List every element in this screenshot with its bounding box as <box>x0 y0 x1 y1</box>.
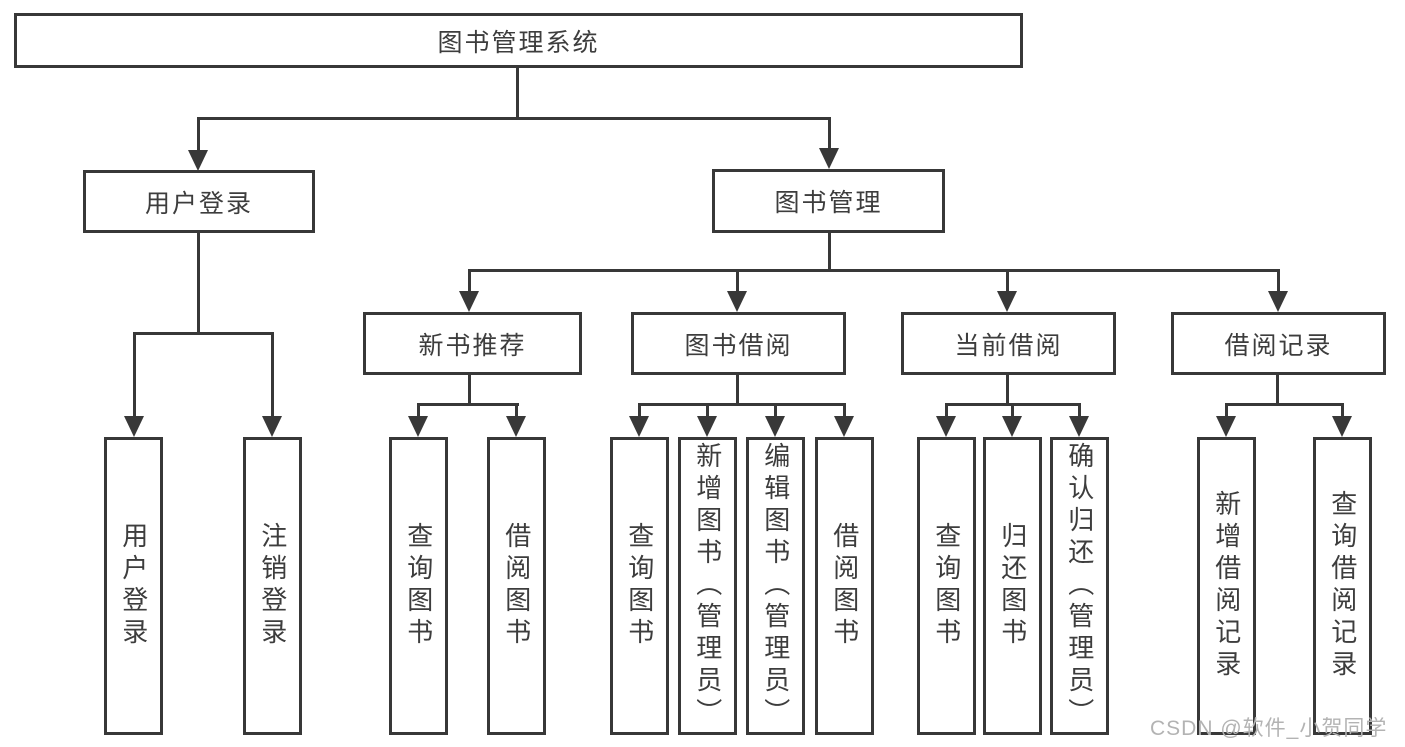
leaf-label: 新增图书（管理员） <box>692 442 723 730</box>
node-book-management: 图书管理 <box>712 169 945 233</box>
arrow-down-icon <box>1069 416 1089 437</box>
leaf-label: 借阅图书 <box>829 522 860 650</box>
leaf-label: 确认归还（管理员） <box>1064 442 1095 730</box>
node-leaf-confirm-return-admin: 确认归还（管理员） <box>1050 437 1109 735</box>
node-leaf-logout: 注销登录 <box>243 437 302 735</box>
node-leaf-add-borrow-record: 新增借阅记录 <box>1197 437 1256 735</box>
node-leaf-user-login: 用户登录 <box>104 437 163 735</box>
connector-line <box>197 117 200 153</box>
connector-line <box>133 332 136 419</box>
node-leaf-borrow-book: 借阅图书 <box>487 437 546 735</box>
node-leaf-return-book: 归还图书 <box>983 437 1042 735</box>
connector-line <box>197 117 831 120</box>
connector-line <box>1078 403 1081 420</box>
connector-line <box>515 403 518 420</box>
connector-line <box>736 269 739 294</box>
arrow-down-icon <box>819 148 839 169</box>
arrow-down-icon <box>262 416 282 437</box>
connector-line <box>1011 403 1014 420</box>
connector-line <box>1276 375 1279 406</box>
arrow-down-icon <box>1216 416 1236 437</box>
node-leaf-borrow-book: 借阅图书 <box>815 437 874 735</box>
connector-line <box>1225 403 1344 406</box>
connector-line <box>468 375 471 406</box>
connector-line <box>417 403 519 406</box>
leaf-label: 归还图书 <box>997 522 1028 650</box>
node-leaf-query-book: 查询图书 <box>389 437 448 735</box>
connector-line <box>1277 269 1280 294</box>
node-current-borrow: 当前借阅 <box>901 312 1116 375</box>
leaf-label: 查询图书 <box>931 522 962 650</box>
arrow-down-icon <box>936 416 956 437</box>
arrow-down-icon <box>1268 291 1288 312</box>
node-user-login: 用户登录 <box>83 170 315 233</box>
connector-line <box>133 332 274 335</box>
connector-line <box>945 403 948 420</box>
arrow-down-icon <box>997 291 1017 312</box>
csdn-watermark: CSDN @软件_小贺同学 <box>1150 717 1388 740</box>
leaf-label: 用户登录 <box>118 522 149 650</box>
connector-line <box>1341 403 1344 420</box>
connector-line <box>1006 375 1009 406</box>
arrow-down-icon <box>506 416 526 437</box>
leaf-label: 编辑图书（管理员） <box>760 442 791 730</box>
arrow-down-icon <box>629 416 649 437</box>
arrow-down-icon <box>459 291 479 312</box>
arrow-down-icon <box>1002 416 1022 437</box>
leaf-label: 新增借阅记录 <box>1211 490 1242 682</box>
node-leaf-query-borrow-record: 查询借阅记录 <box>1313 437 1372 735</box>
connector-line <box>271 332 274 419</box>
node-new-book-recommend: 新书推荐 <box>363 312 582 375</box>
connector-line <box>468 269 471 294</box>
arrow-down-icon <box>188 150 208 171</box>
arrow-down-icon <box>834 416 854 437</box>
leaf-label: 查询图书 <box>624 522 655 650</box>
leaf-label: 借阅图书 <box>501 522 532 650</box>
connector-line <box>516 68 519 119</box>
node-leaf-query-book: 查询图书 <box>917 437 976 735</box>
arrow-down-icon <box>124 416 144 437</box>
connector-line <box>736 375 739 406</box>
connector-line <box>1006 269 1009 294</box>
leaf-label: 注销登录 <box>257 522 288 650</box>
connector-line <box>706 403 709 420</box>
connector-line <box>468 269 1280 272</box>
connector-line <box>843 403 846 420</box>
connector-line <box>638 403 641 420</box>
connector-line <box>828 233 831 272</box>
leaf-label: 查询图书 <box>403 522 434 650</box>
connector-line <box>417 403 420 420</box>
node-library-system: 图书管理系统 <box>14 13 1023 68</box>
arrow-down-icon <box>697 416 717 437</box>
arrow-down-icon <box>1332 416 1352 437</box>
arrow-down-icon <box>727 291 747 312</box>
node-leaf-query-book: 查询图书 <box>610 437 669 735</box>
connector-line <box>1225 403 1228 420</box>
arrow-down-icon <box>765 416 785 437</box>
arrow-down-icon <box>408 416 428 437</box>
connector-line <box>197 233 200 335</box>
connector-line <box>638 403 846 406</box>
node-borrow-record: 借阅记录 <box>1171 312 1386 375</box>
node-book-borrow: 图书借阅 <box>631 312 846 375</box>
connector-line <box>828 117 831 151</box>
node-leaf-edit-book-admin: 编辑图书（管理员） <box>746 437 805 735</box>
node-leaf-add-book-admin: 新增图书（管理员） <box>678 437 737 735</box>
leaf-label: 查询借阅记录 <box>1327 490 1358 682</box>
connector-line <box>774 403 777 420</box>
